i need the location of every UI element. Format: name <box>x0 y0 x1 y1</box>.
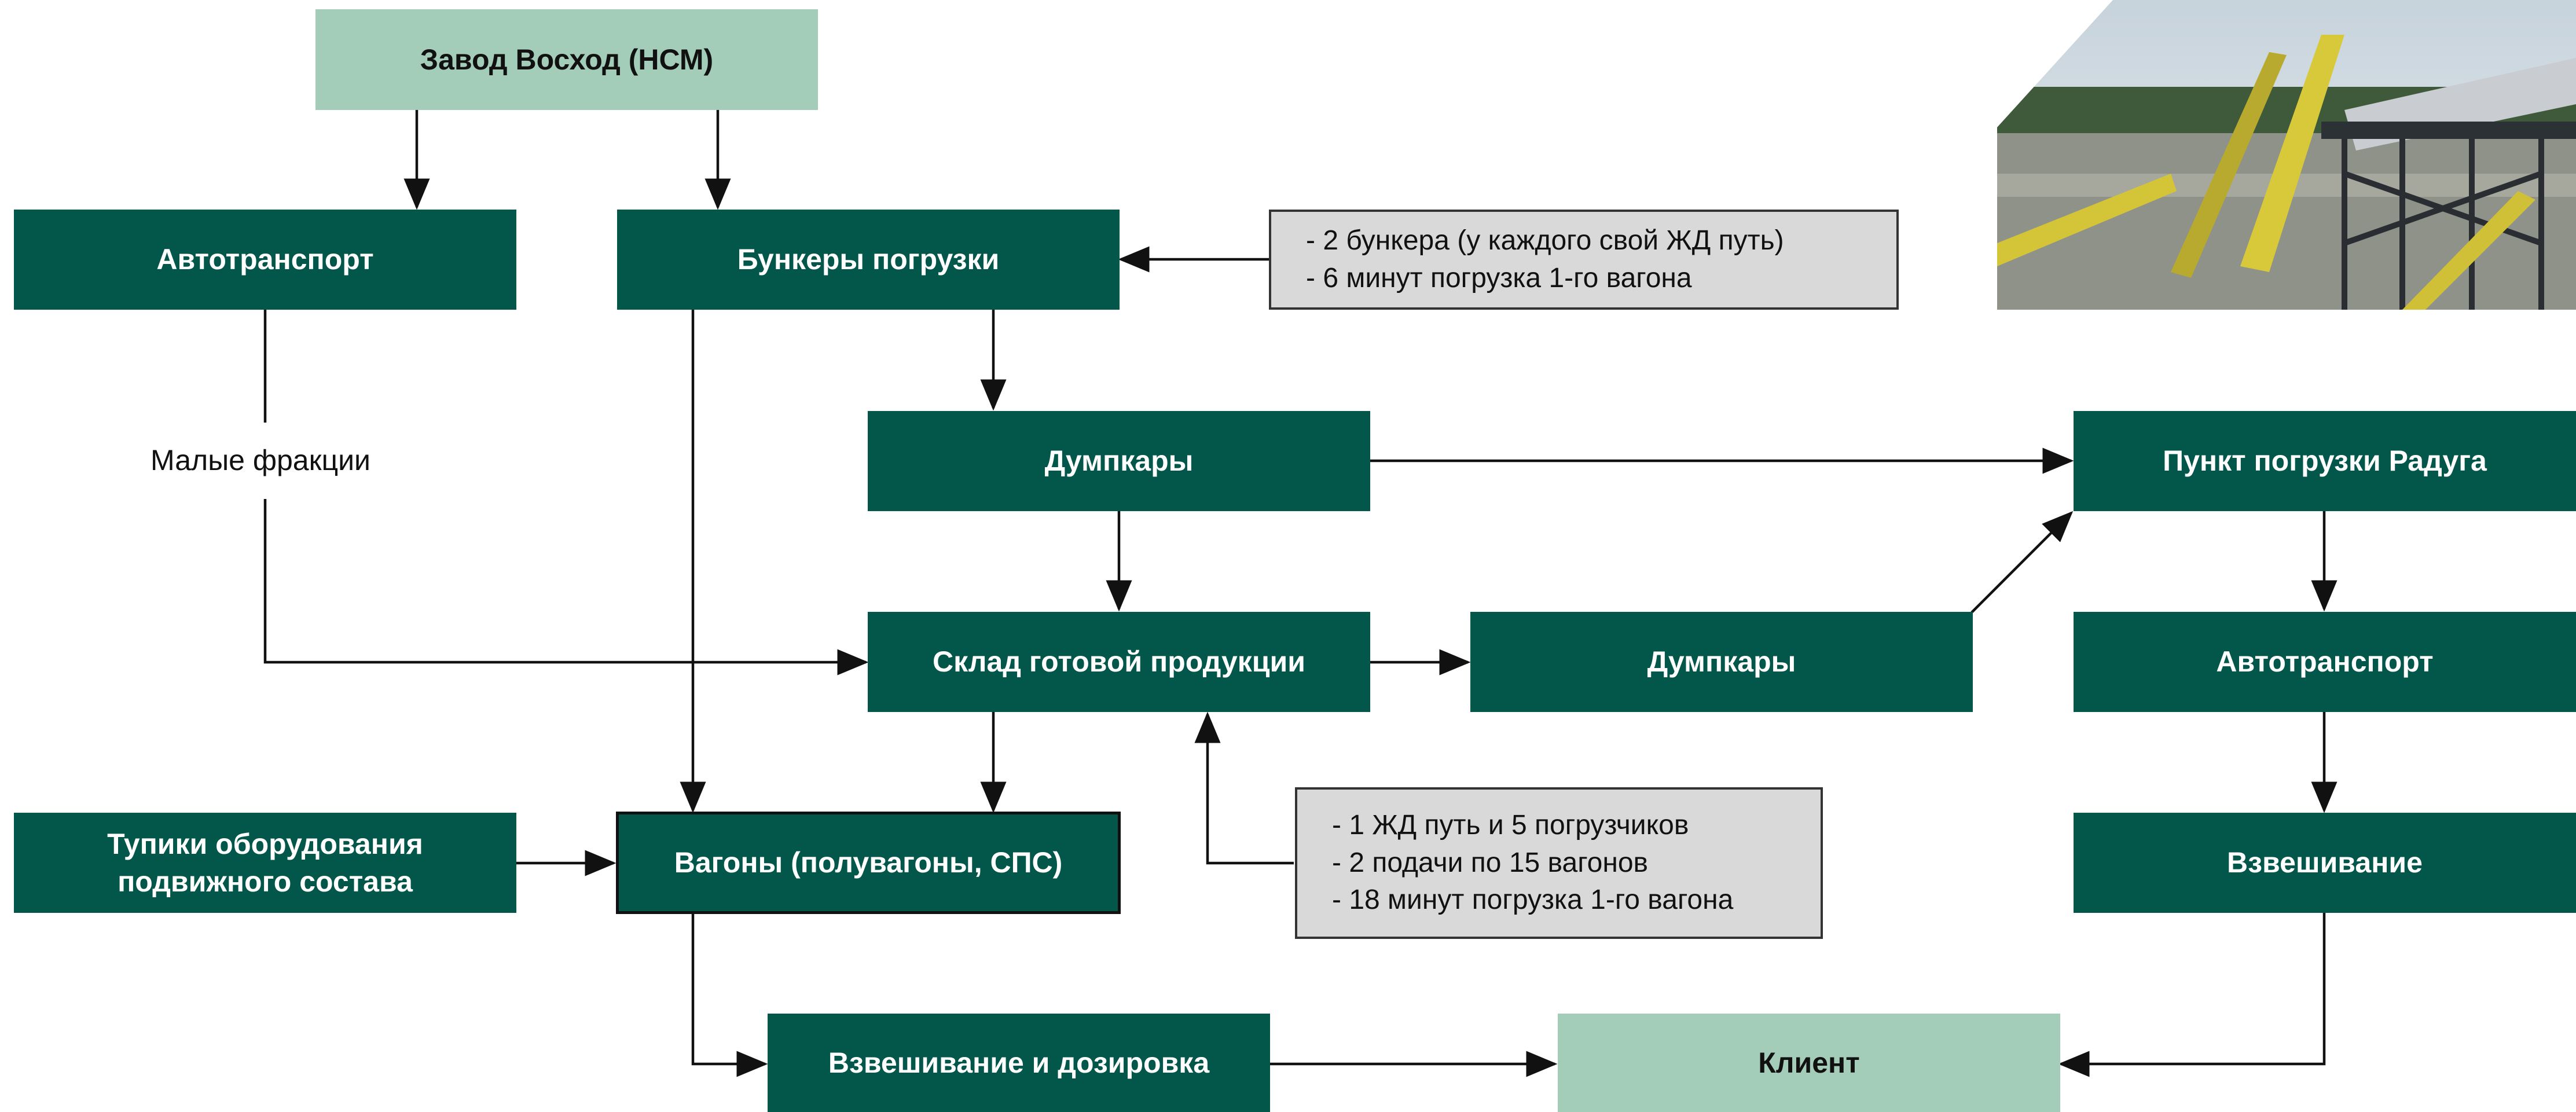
node-klient: Клиент <box>1558 1014 2060 1112</box>
node-sklad: Склад готовой продукции <box>868 612 1370 712</box>
arrow-note-sklad <box>1194 711 1294 865</box>
node-zavod: Завод Восход (НСМ) <box>315 9 818 110</box>
note-sklad-line-1: - 1 ЖД путь и 5 погрузчиков <box>1332 809 1689 841</box>
note-sklad: - 1 ЖД путь и 5 погрузчиков - 2 подачи п… <box>1295 787 1823 939</box>
note-bunkers-line-2: - 6 минут погрузка 1-го вагона <box>1306 262 1692 293</box>
node-bunkery: Бункеры погрузки <box>617 210 1120 310</box>
node-punkt-raduga: Пункт погрузки Радуга <box>2074 411 2576 511</box>
node-vzveshivanie: Взвешивание <box>2074 813 2576 913</box>
note-bunkers-line-1: - 2 бункера (у каждого свой ЖД путь) <box>1306 225 1784 256</box>
node-dumpkary-mid: Думпкары <box>1470 612 1973 712</box>
node-dumpkary-top: Думпкары <box>868 411 1370 511</box>
node-avtotransport-left: Автотранспорт <box>14 210 516 310</box>
node-vzveshivanie-dozirovka: Взвешивание и дозировка <box>768 1014 1270 1112</box>
arrow-fractions-sklad <box>263 499 869 676</box>
node-tupiki: Тупики оборудования подвижного состава <box>14 813 516 913</box>
arrow-vzvesh-klient <box>2058 912 2326 1077</box>
note-sklad-line-2: - 2 подачи по 15 вагонов <box>1332 847 1649 878</box>
note-sklad-line-3: - 18 минут погрузка 1-го вагона <box>1332 885 1734 916</box>
arrow-vagony-vzveshdoz <box>691 912 768 1077</box>
label-small-fractions: Малые фракции <box>151 444 370 476</box>
arrow-dumpkary2-punkt <box>1970 511 2074 614</box>
note-bunkers: - 2 бункера (у каждого свой ЖД путь) - 6… <box>1269 210 1899 310</box>
node-avtotransport-right: Автотранспорт <box>2074 612 2576 712</box>
industrial-loading-facility-photo <box>1997 0 2576 310</box>
node-vagony: Вагоны (полувагоны, СПС) <box>616 812 1121 914</box>
